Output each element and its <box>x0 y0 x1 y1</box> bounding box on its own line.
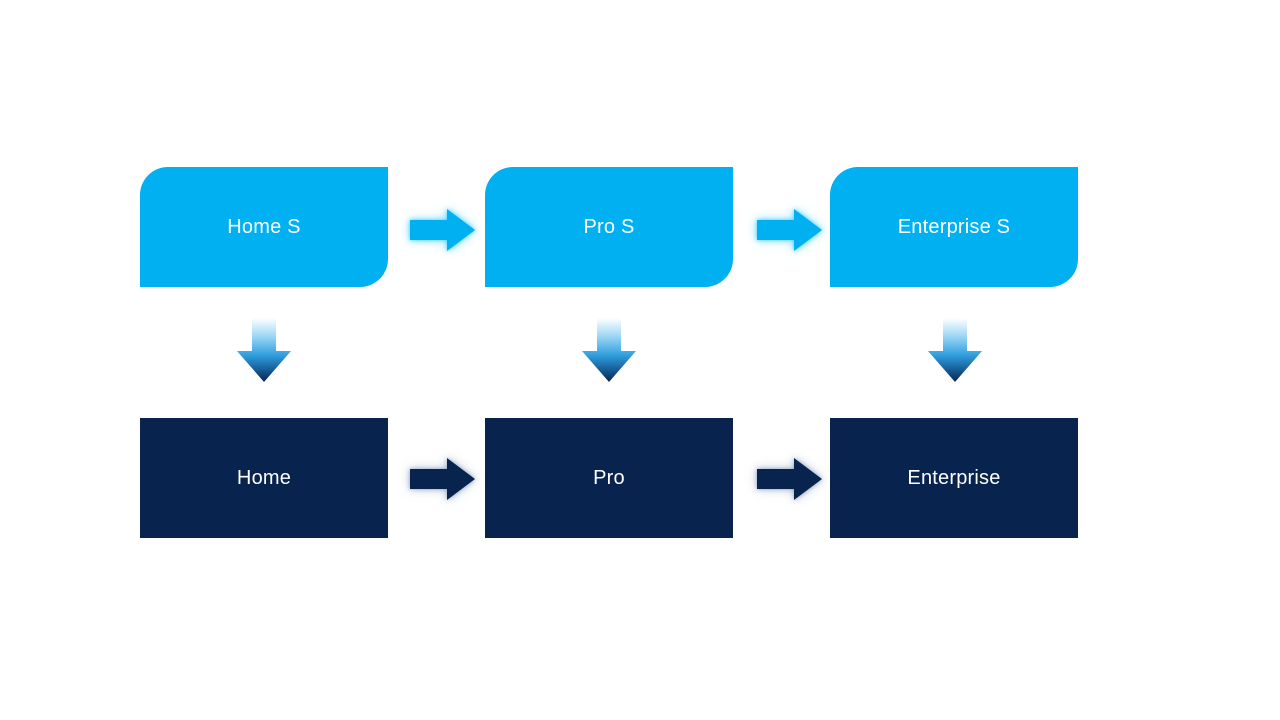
node-home-s: Home S <box>140 167 388 287</box>
node-home: Home <box>140 418 388 538</box>
node-enterprise: Enterprise <box>830 418 1078 538</box>
node-label: Home <box>236 466 292 489</box>
down-arrow-icon <box>928 318 982 382</box>
node-label: Pro <box>593 466 625 489</box>
down-arrow-icon <box>582 318 636 382</box>
right-arrow-icon <box>757 209 822 251</box>
right-arrow-icon <box>410 209 475 251</box>
node-pro: Pro <box>485 418 733 538</box>
node-label: Home S <box>227 215 301 238</box>
node-label: Pro S <box>583 215 635 238</box>
node-pro-s: Pro S <box>485 167 733 287</box>
right-arrow-icon <box>410 458 475 500</box>
node-label: Enterprise <box>907 466 1001 489</box>
node-label: Enterprise S <box>897 215 1011 238</box>
node-enterprise-s: Enterprise S <box>830 167 1078 287</box>
down-arrow-icon <box>237 318 291 382</box>
right-arrow-icon <box>757 458 822 500</box>
